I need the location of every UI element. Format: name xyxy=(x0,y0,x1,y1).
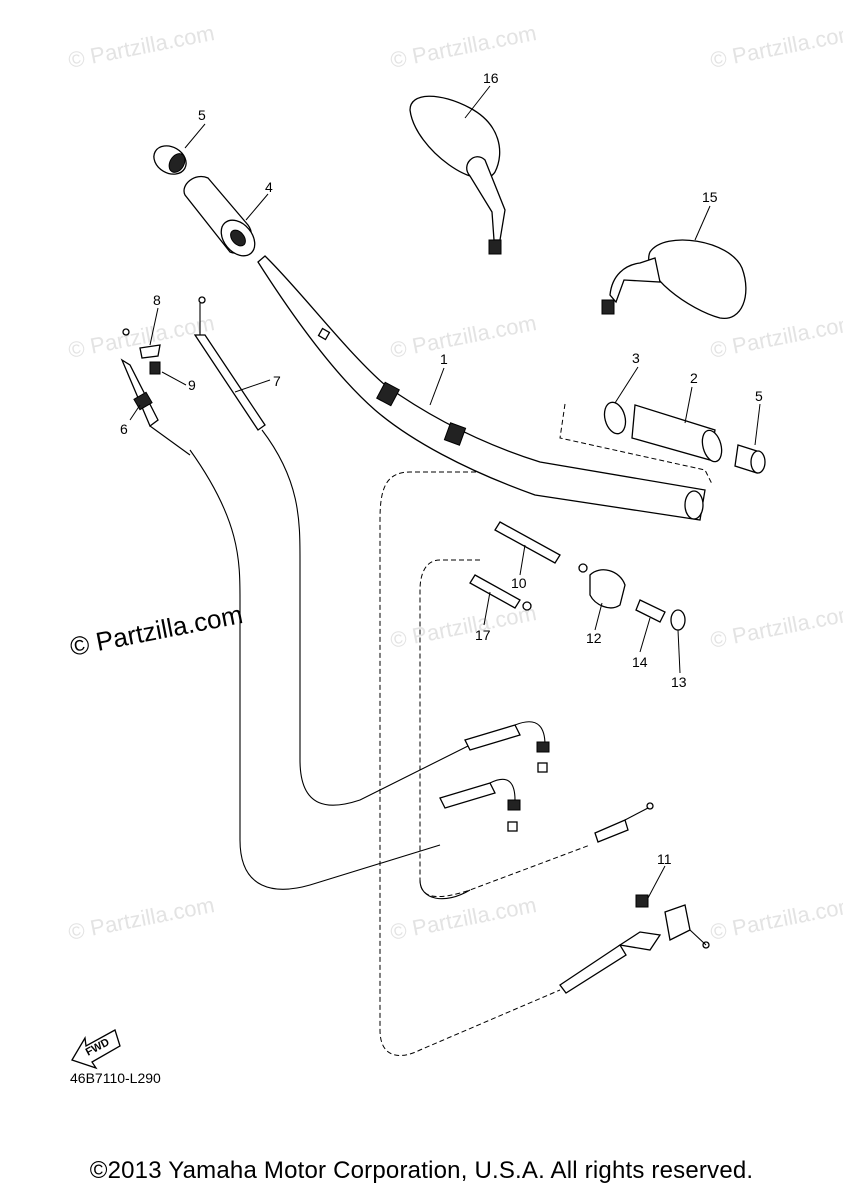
left-mirror xyxy=(409,95,506,255)
throttle-grip-assembly xyxy=(603,401,766,474)
cable-7 xyxy=(193,296,266,431)
left-grip xyxy=(183,175,256,257)
watermark: © Partzilla.com xyxy=(388,20,538,73)
callout-7: 7 xyxy=(273,373,281,389)
fwd-arrow-icon: FWD xyxy=(71,1029,121,1070)
copyright-notice: ©2013 Yamaha Motor Corporation, U.S.A. A… xyxy=(89,1157,754,1184)
diagram-code: 46B7110-L290 xyxy=(70,1070,161,1086)
handlebar xyxy=(257,255,713,521)
watermark: © Partzilla.com xyxy=(708,600,843,653)
watermark: © Partzilla.com xyxy=(708,20,843,73)
callout-9: 9 xyxy=(188,377,196,393)
callout-1: 1 xyxy=(440,351,448,367)
callout-2: 2 xyxy=(690,370,698,386)
callout-4: 4 xyxy=(265,179,273,195)
cable-routing xyxy=(189,429,591,1056)
watermark: © Partzilla.com xyxy=(388,310,538,363)
callout-3: 3 xyxy=(632,350,640,366)
callout-12: 12 xyxy=(586,630,602,646)
callout-16: 16 xyxy=(483,70,499,86)
lower-cable-ends xyxy=(439,721,710,994)
callout-8: 8 xyxy=(153,292,161,308)
watermark: © Partzilla.com xyxy=(708,892,843,945)
callout-5-right: 5 xyxy=(755,388,763,404)
callout-17: 17 xyxy=(475,627,491,643)
callout-labels: 1 2 3 4 5 5 6 7 8 9 10 11 12 13 14 15 16… xyxy=(120,70,763,867)
callout-11: 11 xyxy=(657,851,672,867)
left-bar-end xyxy=(153,145,187,175)
throttle-cable-fittings xyxy=(469,521,686,631)
left-cable-fittings xyxy=(120,328,191,456)
callout-13: 13 xyxy=(671,674,687,690)
watermark: © Partzilla.com xyxy=(66,20,216,73)
callout-6: 6 xyxy=(120,421,128,437)
watermark: © Partzilla.com xyxy=(388,892,538,945)
callout-10: 10 xyxy=(511,575,527,591)
watermark: © Partzilla.com xyxy=(66,892,216,945)
callout-5: 5 xyxy=(198,107,206,123)
watermark: © Partzilla.com xyxy=(388,600,538,653)
watermark-main: © Partzilla.com xyxy=(67,599,245,662)
callout-15: 15 xyxy=(702,189,718,205)
leader-lines xyxy=(129,85,761,899)
callout-14: 14 xyxy=(632,654,648,670)
right-mirror xyxy=(601,239,747,319)
